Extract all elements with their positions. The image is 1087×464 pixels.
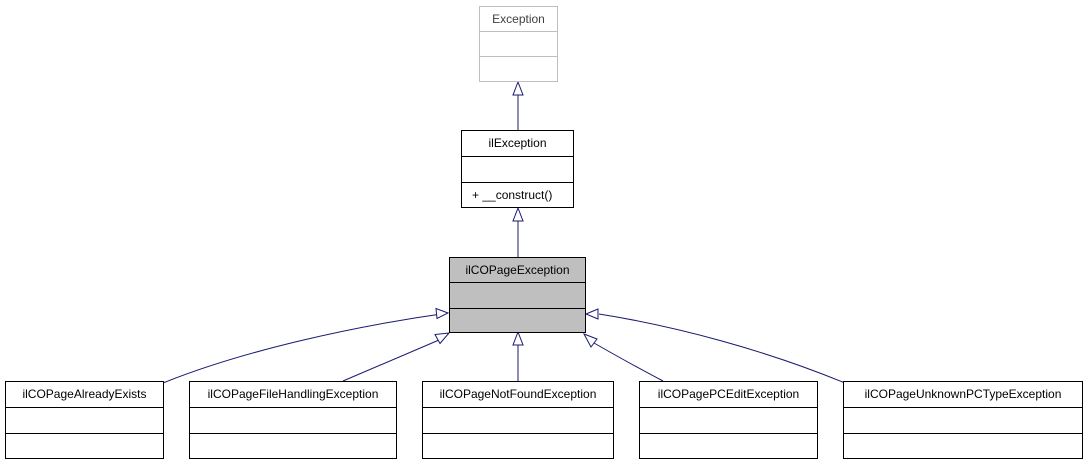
class-ilcopagenotfoundexception: ilCOPageNotFoundException bbox=[422, 381, 614, 459]
class-ilexception-methods: + __construct() bbox=[462, 182, 573, 207]
class-ilexception-attributes bbox=[462, 156, 573, 182]
class-ilcopageunknownpctypeexception-name: ilCOPageUnknownPCTypeException bbox=[864, 387, 1062, 401]
class-ilcopageexception-methods bbox=[450, 308, 585, 332]
class-ilcopagealreadyexists-methods bbox=[6, 433, 163, 458]
class-ilcopagefilehandlingexception-name: ilCOPageFileHandlingException bbox=[207, 387, 379, 401]
class-ilcopagealreadyexists-name: ilCOPageAlreadyExists bbox=[22, 387, 147, 401]
class-exception-attributes bbox=[480, 31, 557, 56]
class-ilcopagenotfoundexception-methods bbox=[423, 433, 613, 458]
class-ilcopagepceditexception: ilCOPagePCEditException bbox=[639, 381, 818, 459]
class-exception: Exception bbox=[479, 6, 558, 82]
class-ilcopageunknownpctypeexception-attributes bbox=[844, 407, 1082, 433]
class-ilexception-name: ilException bbox=[488, 136, 547, 150]
edge-filehandling-to-pageexception-arrowhead bbox=[434, 332, 451, 345]
class-ilcopagenotfoundexception-name: ilCOPageNotFoundException bbox=[439, 387, 597, 401]
class-exception-methods bbox=[480, 56, 557, 81]
edge-pcedit-to-pageexception-arrowhead bbox=[582, 333, 598, 348]
edge-notfound-to-pageexception-arrowhead bbox=[512, 330, 524, 346]
class-ilcopageexception: ilCOPageException bbox=[449, 257, 586, 333]
class-ilcopagealreadyexists-attributes bbox=[6, 407, 163, 433]
class-ilcopagepceditexception-attributes bbox=[640, 407, 817, 433]
edge-pcedit-to-pageexception bbox=[593, 342, 664, 382]
edge-ilexception-to-exception-arrowhead bbox=[512, 80, 524, 96]
class-ilcopagefilehandlingexception: ilCOPageFileHandlingException bbox=[189, 381, 397, 459]
class-ilcopagefilehandlingexception-methods bbox=[190, 433, 396, 458]
class-ilcopagepceditexception-methods bbox=[640, 433, 817, 458]
edge-alreadyexists-to-pageexception-arrowhead bbox=[435, 307, 450, 320]
edge-unknownpctype-to-pageexception-arrowhead bbox=[584, 308, 599, 320]
class-ilexception: ilException + __construct() bbox=[461, 130, 574, 208]
class-ilexception-method-construct: + __construct() bbox=[472, 188, 553, 202]
class-ilcopagepceditexception-name: ilCOPagePCEditException bbox=[657, 387, 800, 401]
class-ilcopageunknownpctypeexception-methods bbox=[844, 433, 1082, 458]
edge-pageexception-to-ilexception-arrowhead bbox=[512, 206, 524, 222]
class-ilcopageexception-name: ilCOPageException bbox=[465, 263, 570, 277]
class-ilcopagefilehandlingexception-attributes bbox=[190, 407, 396, 433]
class-ilcopagealreadyexists: ilCOPageAlreadyExists bbox=[5, 381, 164, 459]
class-exception-name: Exception bbox=[492, 12, 545, 26]
class-ilcopagenotfoundexception-attributes bbox=[423, 407, 613, 433]
class-ilcopageexception-attributes bbox=[450, 282, 585, 308]
edge-alreadyexists-to-pageexception bbox=[162, 312, 449, 384]
edge-unknownpctype-to-pageexception bbox=[598, 313, 846, 384]
edge-filehandling-to-pageexception bbox=[342, 339, 440, 382]
class-ilcopageunknownpctypeexception: ilCOPageUnknownPCTypeException bbox=[843, 381, 1083, 459]
